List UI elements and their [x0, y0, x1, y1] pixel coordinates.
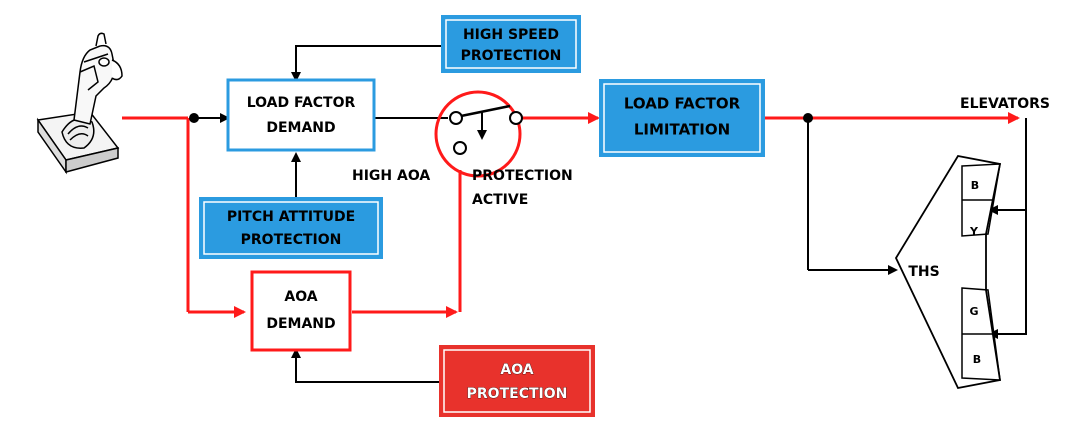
aoa-protection-block: AOA PROTECTION — [439, 345, 595, 417]
switch-highlight-circle — [434, 90, 522, 178]
aoa-protection-line2: PROTECTION — [467, 386, 568, 402]
ths-label: THS — [908, 264, 939, 280]
load-factor-demand-line1: LOAD FACTOR — [247, 95, 356, 111]
load-factor-limitation-line2: LIMITATION — [634, 121, 730, 139]
high-speed-protection-line2: PROTECTION — [461, 48, 562, 64]
pitch-attitude-protection-block: PITCH ATTITUDE PROTECTION — [199, 197, 383, 259]
elevators-label: ELEVATORS — [960, 96, 1050, 112]
ths-segment-lower-2: B — [973, 353, 981, 366]
black-connections — [196, 45, 1027, 383]
sidestick-icon — [36, 32, 123, 175]
load-factor-limitation-block: LOAD FACTOR LIMITATION — [599, 79, 765, 157]
pitch-attitude-protection-line2: PROTECTION — [241, 232, 342, 248]
ths-segment-lower-1: G — [969, 305, 978, 318]
input-junction-dot — [189, 113, 199, 123]
aoa-protection-line1: AOA — [500, 362, 533, 378]
aoa-demand-block: AOA DEMAND — [250, 270, 352, 352]
aoa-demand-line2: DEMAND — [266, 316, 335, 332]
load-factor-demand-block: LOAD FACTOR DEMAND — [226, 78, 376, 152]
output-junction-dot — [803, 113, 813, 123]
aoa-demand-line1: AOA — [284, 289, 317, 305]
protection-active-line2: ACTIVE — [472, 192, 528, 208]
high-speed-protection-line1: HIGH SPEED — [463, 27, 559, 43]
pitch-attitude-protection-line1: PITCH ATTITUDE — [227, 209, 355, 225]
high-speed-protection-block: HIGH SPEED PROTECTION — [441, 15, 581, 73]
load-factor-limitation-line1: LOAD FACTOR — [624, 95, 741, 113]
protection-active-line1: PROTECTION — [472, 168, 573, 184]
ths-segment-upper-2: Y — [969, 225, 979, 238]
ths-planform: B Y G B THS — [894, 154, 1002, 390]
protection-switch — [434, 90, 523, 178]
ths-segment-upper-1: B — [971, 179, 979, 192]
load-factor-demand-line2: DEMAND — [266, 120, 335, 136]
high-aoa-label: HIGH AOA — [352, 168, 430, 184]
